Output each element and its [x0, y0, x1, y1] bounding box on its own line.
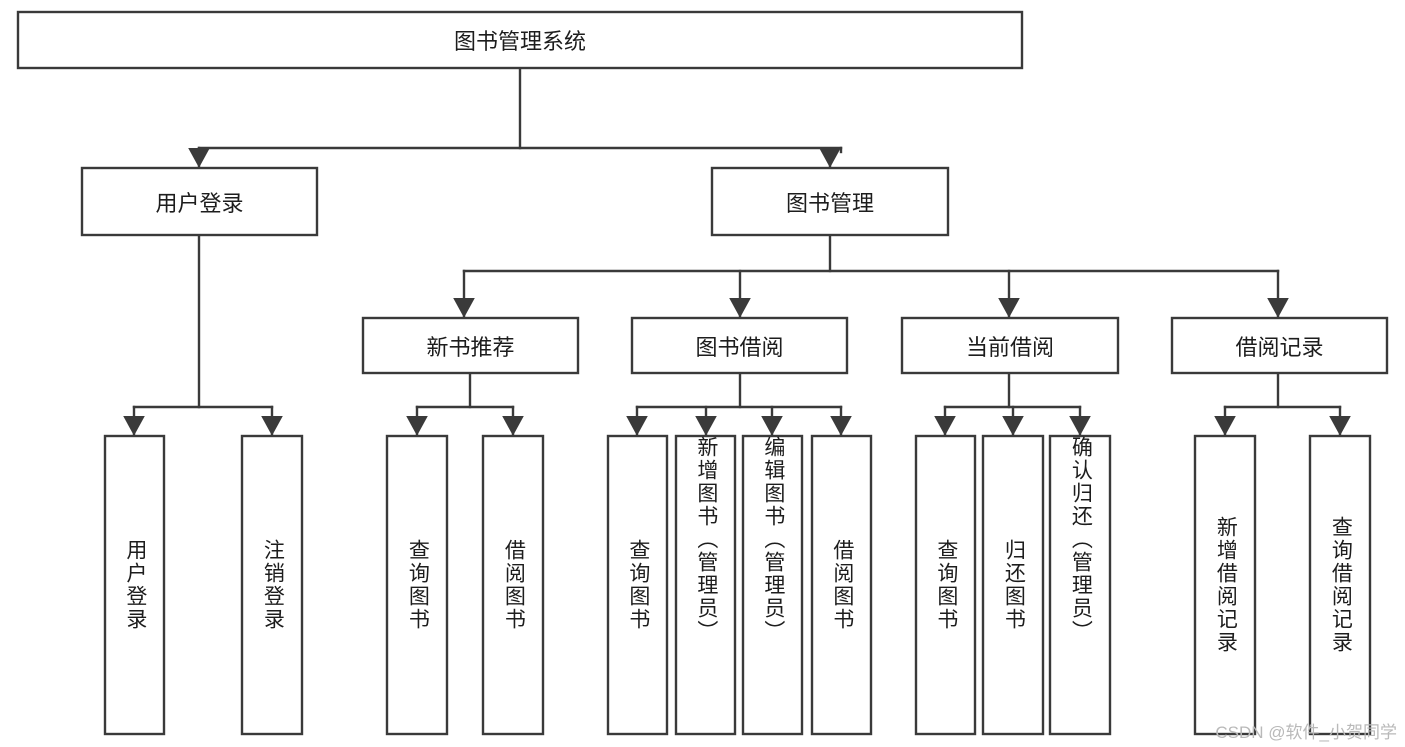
node-box-leaf-query-borrow-record[interactable]: [1308, 434, 1372, 736]
node-box-root[interactable]: [16, 10, 1024, 70]
node-box-new-book-recommend[interactable]: [361, 316, 580, 375]
connector-group-root-to-level2: [188, 66, 843, 168]
node-box-leaf-logout-login[interactable]: [240, 434, 304, 736]
connector-group-borrow-record-to-leaves: [1214, 371, 1351, 436]
node-box-leaf-borrow-book-recommend[interactable]: [481, 434, 545, 736]
node-box-leaf-edit-book-admin[interactable]: [741, 434, 804, 736]
connector-group-book-borrow-to-leaves: [626, 371, 852, 436]
node-box-book-manage[interactable]: [710, 166, 950, 237]
node-box-leaf-query-book-borrow[interactable]: [606, 434, 669, 736]
connector-group-current-borrow-to-leaves: [934, 371, 1091, 436]
node-box-leaf-query-book-current[interactable]: [914, 434, 977, 736]
node-box-leaf-user-login[interactable]: [103, 434, 166, 736]
node-box-leaf-borrow-book[interactable]: [810, 434, 873, 736]
connector-group-new-book-recommend-to-leaves: [406, 371, 524, 436]
connector-group-book-manage-to-level3: [453, 233, 1289, 318]
node-box-current-borrow[interactable]: [900, 316, 1120, 375]
node-box-borrow-record[interactable]: [1170, 316, 1389, 375]
node-box-leaf-query-book-recommend[interactable]: [385, 434, 449, 736]
node-box-user-login[interactable]: [80, 166, 319, 237]
node-box-leaf-add-book-admin[interactable]: [674, 434, 737, 736]
node-box-leaf-return-book[interactable]: [981, 434, 1045, 736]
connector-group-user-login-to-leaves: [123, 233, 283, 436]
node-box-leaf-confirm-return-admin[interactable]: [1048, 434, 1112, 736]
node-box-leaf-add-borrow-record[interactable]: [1193, 434, 1257, 736]
node-box-book-borrow[interactable]: [630, 316, 849, 375]
